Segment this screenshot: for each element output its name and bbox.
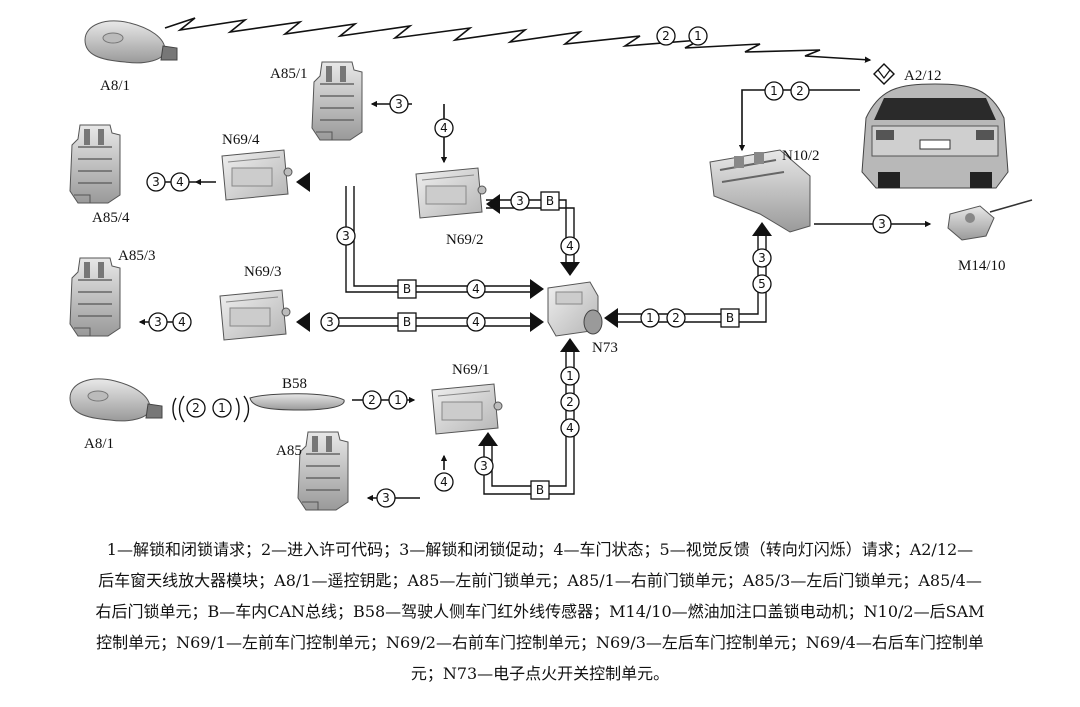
marker-4: 4 (440, 475, 448, 489)
bus-b-label: B (403, 315, 411, 329)
marker-4: 4 (566, 421, 574, 435)
label-n69-3: N69/3 (244, 264, 282, 280)
caption-line: 元；N73—电子点火开关控制单元。 (410, 664, 670, 683)
marker-2: 2 (368, 393, 376, 407)
label-n10-2: N10/2 (782, 148, 820, 164)
label-n69-4: N69/4 (222, 132, 260, 148)
marker-3: 3 (395, 97, 403, 111)
marker-3: 3 (326, 315, 334, 329)
marker-3: 3 (480, 459, 488, 473)
bus-b-label: B (546, 194, 554, 208)
lock-unit-a85-3-icon (69, 257, 121, 337)
caption-line: 右后门锁单元；B—车内CAN总线；B58—驾驶人侧车门红外线传感器；M14/10… (95, 602, 985, 621)
label-n69-1: N69/1 (452, 362, 490, 378)
ignition-unit-n73-icon (547, 281, 603, 337)
ecu-n69-1-icon (431, 383, 503, 435)
caption-line: 后车窗天线放大器模块；A8/1—遥控钥匙；A85—左前门锁单元；A85/1—右前… (98, 571, 982, 590)
ecu-n69-2-icon (415, 167, 487, 219)
marker-3: 3 (382, 491, 390, 505)
lock-unit-a85-icon (297, 431, 349, 511)
marker-1: 1 (694, 29, 702, 43)
fuel-lid-motor-m14-10-icon (947, 199, 1033, 241)
remote-key-icon-top (84, 20, 178, 64)
label-a85: A85 (276, 443, 302, 459)
marker-4: 4 (440, 121, 448, 135)
marker-3: 3 (154, 315, 162, 329)
wireless-arcs-bottom (172, 395, 250, 423)
car-rear-icon (861, 83, 1009, 189)
marker-1: 1 (770, 84, 778, 98)
lock-unit-a85-4-icon (69, 124, 121, 204)
lock-unit-a85-1-icon (311, 61, 363, 141)
infrared-sensor-b58-icon (249, 393, 345, 411)
label-a85-1: A85/1 (270, 66, 308, 82)
label-n69-2: N69/2 (446, 232, 484, 248)
marker-3: 3 (516, 194, 524, 208)
marker-3: 3 (758, 251, 766, 265)
marker-2: 2 (192, 401, 200, 415)
ecu-n69-4-icon (221, 149, 293, 201)
marker-2: 2 (796, 84, 804, 98)
wireless-link-top (164, 17, 872, 63)
marker-5: 5 (758, 277, 766, 291)
marker-4: 4 (176, 175, 184, 189)
figure-caption: 1—解锁和闭锁请求；2—进入许可代码；3—解锁和闭锁促动；4—车门状态；5—视觉… (30, 534, 1050, 689)
marker-4: 4 (178, 315, 186, 329)
sam-unit-n10-2-icon (709, 149, 811, 233)
marker-3: 3 (878, 217, 886, 231)
marker-2: 2 (662, 29, 670, 43)
marker-2: 2 (672, 311, 680, 325)
label-a2-12: A2/12 (904, 68, 942, 84)
antenna-a2-12-icon (873, 63, 895, 85)
label-b58: B58 (282, 376, 307, 392)
label-n73: N73 (592, 340, 618, 356)
caption-line: 1—解锁和闭锁请求；2—进入许可代码；3—解锁和闭锁促动；4—车门状态；5—视觉… (106, 540, 974, 559)
label-m14-10: M14/10 (958, 258, 1006, 274)
label-a85-3: A85/3 (118, 248, 156, 264)
label-a8-1-top: A8/1 (100, 78, 130, 94)
marker-4: 4 (472, 315, 480, 329)
marker-3: 3 (342, 229, 350, 243)
label-a85-4: A85/4 (92, 210, 130, 226)
marker-1: 1 (646, 311, 654, 325)
marker-1: 1 (218, 401, 226, 415)
marker-3: 3 (152, 175, 160, 189)
ecu-n69-3-icon (219, 289, 291, 341)
marker-4: 4 (566, 239, 574, 253)
caption-line: 控制单元；N69/1—左前车门控制单元；N69/2—右前车门控制单元；N69/3… (96, 633, 984, 652)
network-diagram: A8/1 A85/1 A85/4 N69/4 N69/2 A85/3 N69/3… (69, 17, 1033, 511)
bus-b-label: B (726, 311, 734, 325)
label-a8-1-bottom: A8/1 (84, 436, 114, 452)
marker-1: 1 (394, 393, 402, 407)
marker-1: 1 (566, 369, 574, 383)
remote-key-icon-bottom (69, 378, 163, 422)
bus-b-label: B (536, 483, 544, 497)
marker-4: 4 (472, 282, 480, 296)
bus-b-label: B (403, 282, 411, 296)
marker-2: 2 (566, 395, 574, 409)
